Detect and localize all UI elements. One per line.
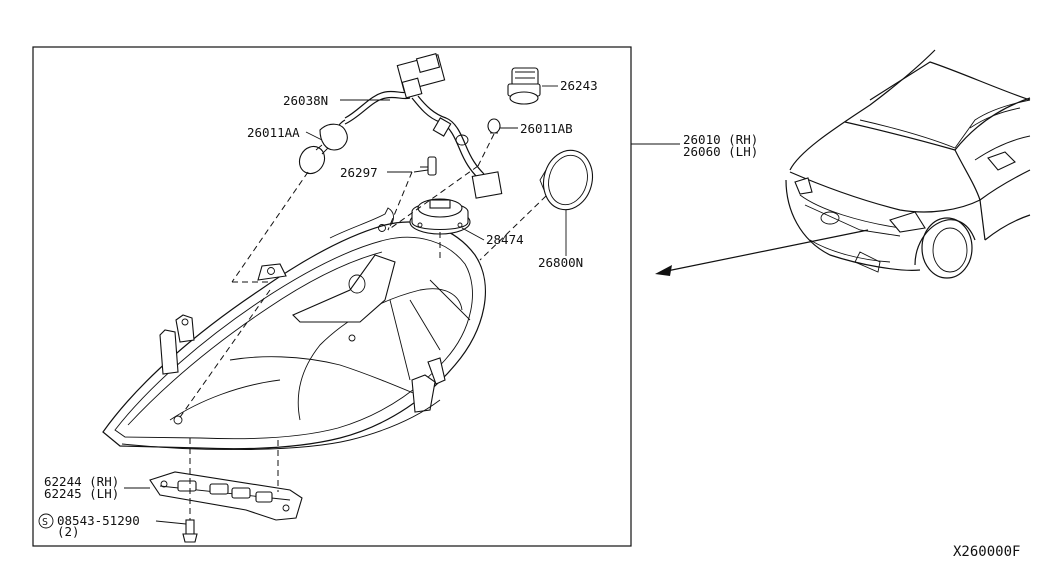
car-illustration [785,49,1031,279]
screw-part [413,156,437,176]
label-assembly-rh: 26010 (RH) [683,132,758,147]
label-bulb-left: 26011AA [247,125,300,140]
wiring-harness [333,52,503,199]
ballast-unit [409,198,471,235]
bulb-left [298,123,348,175]
s-symbol-circle [38,513,54,529]
headlamp-housing [102,207,486,451]
seal-ring [539,149,593,211]
label-bulb-right: 26011AB [520,121,573,136]
label-ballast: 28474 [486,232,524,247]
label-assembly-lh: 26060 (LH) [683,144,758,159]
socket-part [507,67,541,105]
label-socket: 26243 [560,78,598,93]
label-screw: 26297 [340,165,378,180]
bulb-right [487,118,501,134]
label-bolt: 08543-51290 [57,513,140,528]
direction-arrow [655,229,869,276]
label-bolt-symbol: S [42,517,48,528]
label-bracket-lh: 62245 (LH) [44,486,119,501]
mounting-bracket [149,471,303,521]
bolt-part [182,519,198,543]
label-diagram-code: X260000F [953,544,1020,560]
label-harness: 26038N [283,93,328,108]
label-seal: 26800N [538,255,583,270]
label-bolt-qty: (2) [57,524,80,539]
parts-frame [32,46,632,547]
assembly-guides [177,133,547,520]
leader-lines [124,85,680,525]
label-bracket-rh: 62244 (RH) [44,474,119,489]
